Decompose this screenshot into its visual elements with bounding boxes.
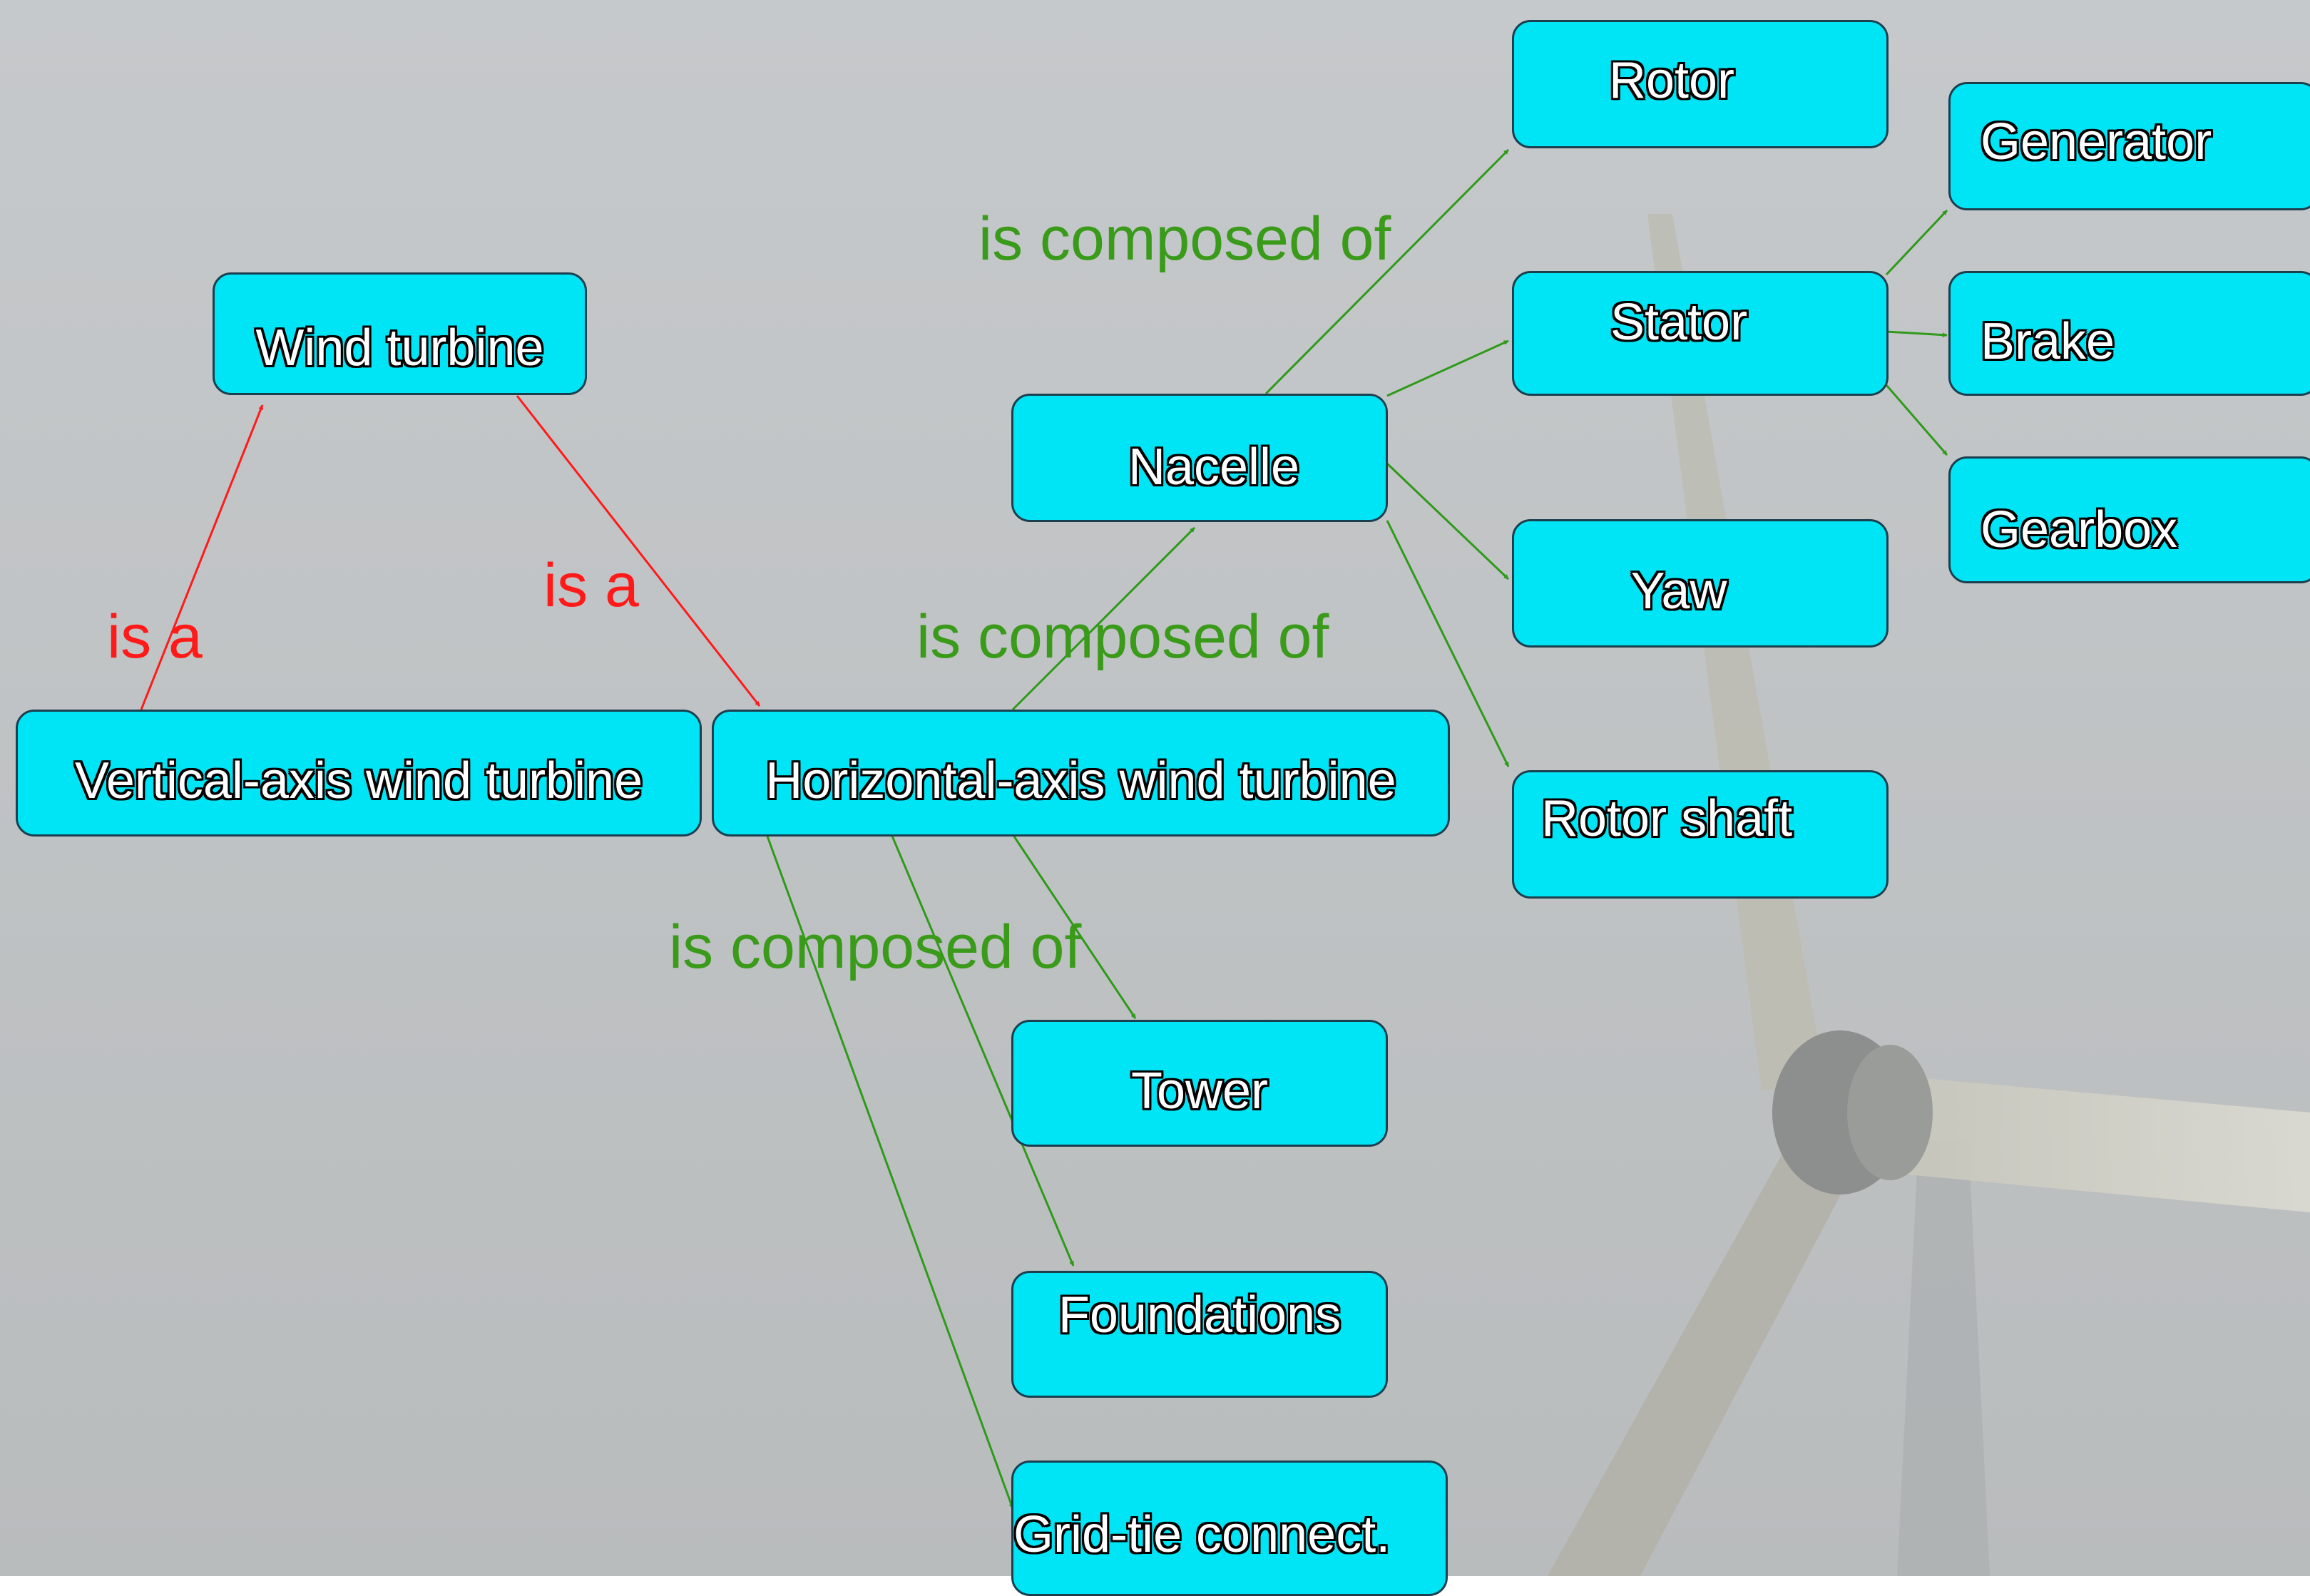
edge-nacelle-to-yaw [1386, 462, 1510, 580]
node-label: Gearbox [1981, 501, 2178, 558]
node-brake[interactable]: Brake [1948, 271, 2310, 396]
edge-label-is-a-right: is a [543, 551, 639, 620]
node-stator[interactable]: Stator [1512, 271, 1889, 396]
node-grid-tie-connect[interactable]: Grid-tie connect. [1011, 1461, 1448, 1596]
edge-label-is-a-left: is a [107, 603, 203, 671]
edge-nacelle-to-stator [1386, 339, 1509, 397]
edge-label-composed-tower: is composed of [669, 913, 1082, 981]
node-horizontal-axis-wind-turbine[interactable]: Horizontal-axis wind turbine [712, 710, 1450, 837]
node-tower[interactable]: Tower [1011, 1020, 1388, 1147]
node-label: Horizontal-axis wind turbine [765, 752, 1396, 809]
edge-vertical-to-wind [140, 404, 264, 710]
edge-horizontal-to-nacelle [1011, 526, 1196, 711]
edge-nacelle-to-rotorshaft [1386, 520, 1510, 767]
composed-edges [765, 148, 1948, 1509]
node-gearbox[interactable]: Gearbox [1948, 456, 2310, 583]
node-nacelle[interactable]: Nacelle [1011, 394, 1388, 522]
edge-label-composed-rotor: is composed of [978, 205, 1391, 273]
node-label: Generator [1981, 113, 2212, 170]
node-foundations[interactable]: Foundations [1011, 1271, 1388, 1398]
edge-nacelle-to-rotor [1264, 148, 1510, 395]
node-generator[interactable]: Generator [1948, 82, 2310, 210]
isa-edges [140, 395, 761, 710]
node-vertical-axis-wind-turbine[interactable]: Vertical-axis wind turbine [16, 710, 702, 837]
node-rotor[interactable]: Rotor [1512, 20, 1889, 148]
node-label: Grid-tie connect. [1013, 1506, 1391, 1563]
edge-stator-to-gearbox [1885, 384, 1948, 456]
edge-wind-to-horizontal [516, 395, 761, 707]
node-label: Rotor [1608, 52, 1735, 109]
edge-horizontal-to-foundations [890, 834, 1075, 1267]
node-label: Foundations [1058, 1286, 1341, 1344]
node-label: Wind turbine [255, 319, 544, 377]
node-yaw[interactable]: Yaw [1512, 519, 1889, 648]
edge-horizontal-to-gridtie [765, 834, 1014, 1509]
node-label: Rotor shaft [1541, 790, 1793, 847]
node-label: Nacelle [1128, 439, 1300, 496]
node-label: Stator [1610, 294, 1748, 351]
edge-stator-to-generator [1885, 209, 1948, 276]
node-label: Yaw [1630, 563, 1727, 620]
node-label: Tower [1130, 1063, 1269, 1120]
node-label: Brake [1981, 312, 2115, 370]
node-wind-turbine[interactable]: Wind turbine [213, 272, 587, 395]
edge-horizontal-to-tower [1011, 834, 1137, 1019]
edge-label-composed-nacelle: is composed of [916, 603, 1329, 671]
node-rotor-shaft[interactable]: Rotor shaft [1512, 770, 1889, 899]
edge-stator-to-brake [1886, 330, 1948, 338]
node-label: Vertical-axis wind turbine [74, 752, 643, 809]
